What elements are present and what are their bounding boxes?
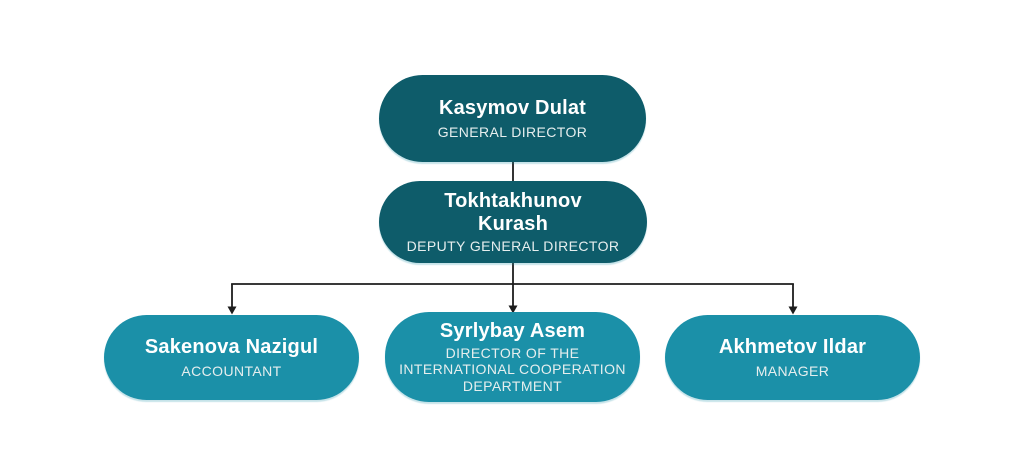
person-name: Sakenova Nazigul (144, 335, 319, 358)
org-node-manager: Akhmetov Ildar MANAGER (665, 315, 920, 400)
person-name: Akhmetov Ildar (718, 335, 867, 358)
arrowhead-right (788, 306, 798, 315)
org-node-general-director: Kasymov Dulat GENERAL DIRECTOR (379, 75, 646, 162)
person-role: MANAGER (755, 362, 830, 379)
person-role: DEPUTY GENERAL DIRECTOR (406, 237, 620, 254)
person-name: Kasymov Dulat (438, 96, 587, 119)
person-role: GENERAL DIRECTOR (437, 123, 588, 140)
person-name: Syrlybay Asem (439, 319, 586, 342)
org-node-international-cooperation-director: Syrlybay Asem DIRECTOR OF THE INTERNATIO… (385, 312, 640, 402)
org-node-accountant: Sakenova Nazigul ACCOUNTANT (104, 315, 359, 400)
person-role: ACCOUNTANT (181, 362, 282, 379)
person-name: Tokhtakhunov Kurash (444, 189, 582, 235)
org-node-deputy-general-director: Tokhtakhunov Kurash DEPUTY GENERAL DIREC… (379, 181, 647, 263)
person-role: DIRECTOR OF THE INTERNATIONAL COOPERATIO… (399, 344, 626, 394)
arrowhead-left (227, 306, 237, 315)
